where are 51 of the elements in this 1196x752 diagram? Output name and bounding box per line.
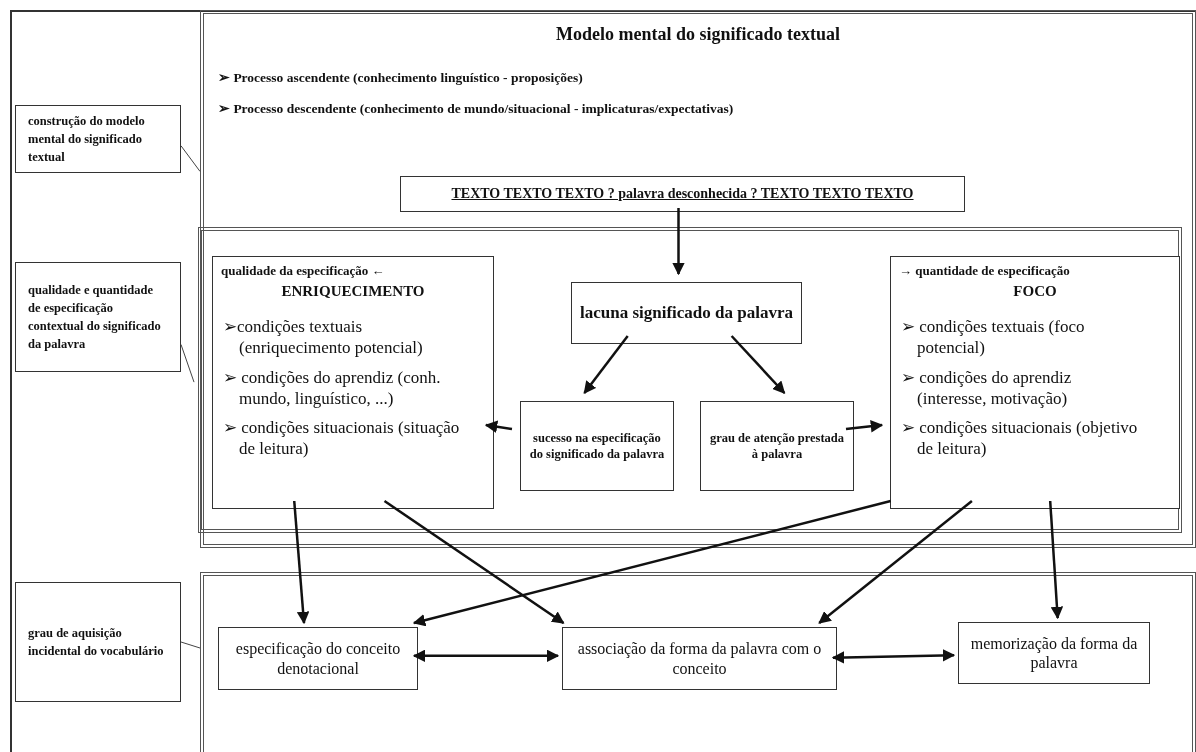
callout-text: construção do modelo mental do significado textual bbox=[28, 112, 146, 167]
box-label: grau de atenção prestada à palavra bbox=[709, 429, 845, 463]
box-label: especificação do conceito denotacional bbox=[234, 639, 402, 678]
box-label: associação da forma da palavra com o conceito bbox=[576, 639, 823, 678]
bullet-text: ➢ condições situacionais (objetivo de leitura) bbox=[900, 417, 1139, 460]
process-box bbox=[571, 282, 802, 344]
bullet-text: ➢ condições situacionais (situação de leitura) bbox=[222, 417, 461, 460]
panel-title: Modelo mental do significado textual bbox=[555, 24, 841, 45]
specification-panel bbox=[198, 227, 1182, 533]
arrow bbox=[412, 499, 891, 627]
sentence-text: TEXTO TEXTO TEXTO ? palavra desconhecida ? TEXTO TEXTO TEXTO bbox=[451, 186, 914, 202]
callout-text: grau de aquisição incidental do vocabulário bbox=[28, 624, 165, 660]
arrow bbox=[672, 208, 685, 276]
arrow bbox=[484, 420, 513, 433]
arrow bbox=[293, 500, 310, 625]
box-heading: ENRIQUECIMENTO bbox=[280, 283, 426, 300]
bullet-text: ➢ condições do aprendiz (interesse, motivação) bbox=[900, 366, 1073, 409]
bullet-text: ➢ Processo descendente (conhecimento de mundo/situacional - implicaturas/expectativas) bbox=[218, 100, 735, 117]
process-box bbox=[520, 401, 674, 491]
arrow bbox=[730, 335, 786, 394]
box-heading: → quantidade de especificação bbox=[899, 263, 1071, 279]
arrow bbox=[845, 420, 884, 433]
callout-box bbox=[15, 582, 181, 702]
outcome-box bbox=[218, 627, 418, 690]
focus-box bbox=[890, 256, 1180, 509]
box-heading: FOCO bbox=[1012, 283, 1058, 300]
arrow bbox=[818, 500, 973, 624]
box-label: sucesso na especificação do significado da palavra bbox=[529, 429, 665, 463]
outcome-box bbox=[958, 622, 1150, 684]
bullet-text: ➢condições textuais (enriquecimento potencial) bbox=[222, 316, 424, 359]
leader-line bbox=[180, 641, 201, 649]
arrow bbox=[383, 499, 565, 625]
box-label: memorização da forma da palavra bbox=[969, 633, 1139, 673]
bullet-text: ➢ condições do aprendiz (conh. mundo, linguístico, ...) bbox=[222, 366, 442, 409]
arrow bbox=[583, 335, 629, 394]
sentence-box bbox=[400, 176, 965, 212]
bullet-text: ➢ Processo ascendente (conhecimento linguístico - proposições) bbox=[218, 69, 584, 86]
callout-text: qualidade e quantidade de especificação contextual do significado da palavra bbox=[28, 281, 162, 354]
arrow bbox=[1048, 500, 1064, 620]
bullet-text: ➢ condições textuais (foco potencial) bbox=[900, 316, 1086, 359]
enrichment-box bbox=[212, 256, 494, 509]
outcome-box bbox=[562, 627, 837, 690]
callout-box bbox=[15, 262, 181, 372]
model-panel bbox=[200, 10, 1196, 548]
box-heading: qualidade da especificação ← bbox=[221, 263, 386, 279]
arrow bbox=[412, 649, 560, 662]
acquisition-panel bbox=[200, 572, 1196, 752]
box-label: lacuna significado da palavra bbox=[580, 301, 793, 324]
process-box bbox=[700, 401, 854, 491]
arrow bbox=[831, 649, 956, 664]
callout-box bbox=[15, 105, 181, 173]
